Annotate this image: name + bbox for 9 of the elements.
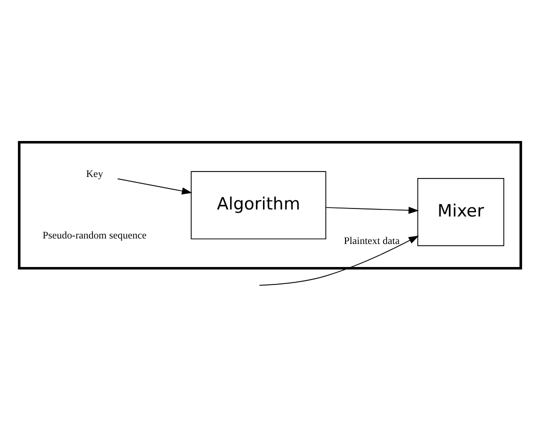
node-box: Algorithm [190, 171, 326, 240]
arrow [117, 178, 192, 194]
node-box: Mixer [417, 178, 504, 246]
label: Pseudo-random sequence [42, 230, 147, 242]
node-text: Key [86, 169, 104, 180]
edge-label: Plaintext data [344, 236, 400, 248]
arrow [325, 206, 419, 214]
cluster [18, 140, 522, 270]
arrow [259, 236, 419, 286]
